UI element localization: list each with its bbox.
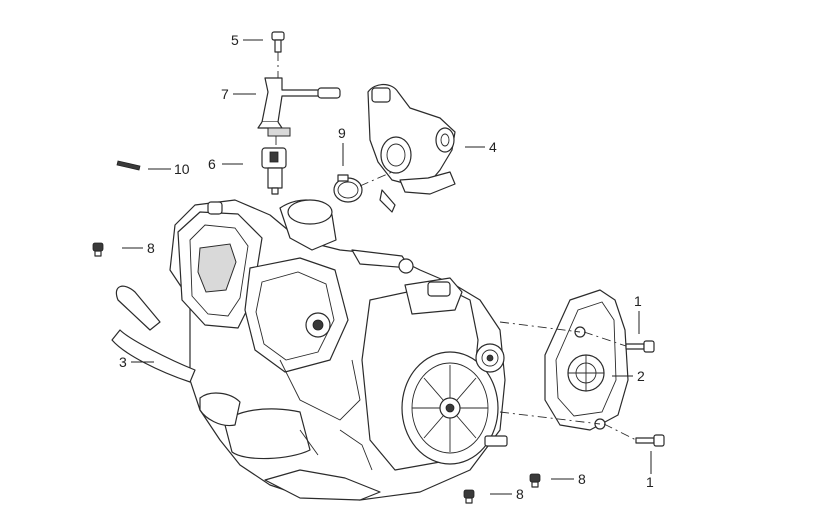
callout-8-left: 8 <box>147 240 155 256</box>
spacer-block <box>267 127 291 137</box>
callout-6: 6 <box>208 156 216 172</box>
callout-8-bottom-right: 8 <box>578 471 586 487</box>
assembly-lines <box>275 52 637 441</box>
callout-9: 9 <box>338 125 346 141</box>
leader-lines <box>122 39 652 495</box>
callout-1-lower: 1 <box>646 474 654 490</box>
throttle-body <box>367 83 456 213</box>
callout-labels: 1 1 2 3 4 5 6 7 8 8 8 9 10 <box>119 32 654 502</box>
small-bolt-bottom-mid <box>463 489 475 504</box>
callout-4: 4 <box>489 139 497 155</box>
fuel-injector <box>261 147 287 195</box>
hose-clamp <box>333 174 363 203</box>
small-bolt-left <box>92 242 104 257</box>
callout-2: 2 <box>637 368 645 384</box>
callout-5: 5 <box>231 32 239 48</box>
callout-1-upper: 1 <box>634 293 642 309</box>
callout-8-bottom-mid: 8 <box>516 486 524 502</box>
engine-assembly <box>111 199 508 501</box>
callout-10: 10 <box>174 161 190 177</box>
bolt-upper <box>625 340 655 353</box>
callout-3: 3 <box>119 354 127 370</box>
screw <box>271 31 285 53</box>
vent-tube <box>116 160 141 171</box>
fuel-rail <box>257 77 341 129</box>
sprocket-cover <box>544 289 629 431</box>
small-bolt-bottom-right <box>529 473 541 488</box>
callout-7: 7 <box>221 86 229 102</box>
bolt-lower <box>635 434 665 447</box>
